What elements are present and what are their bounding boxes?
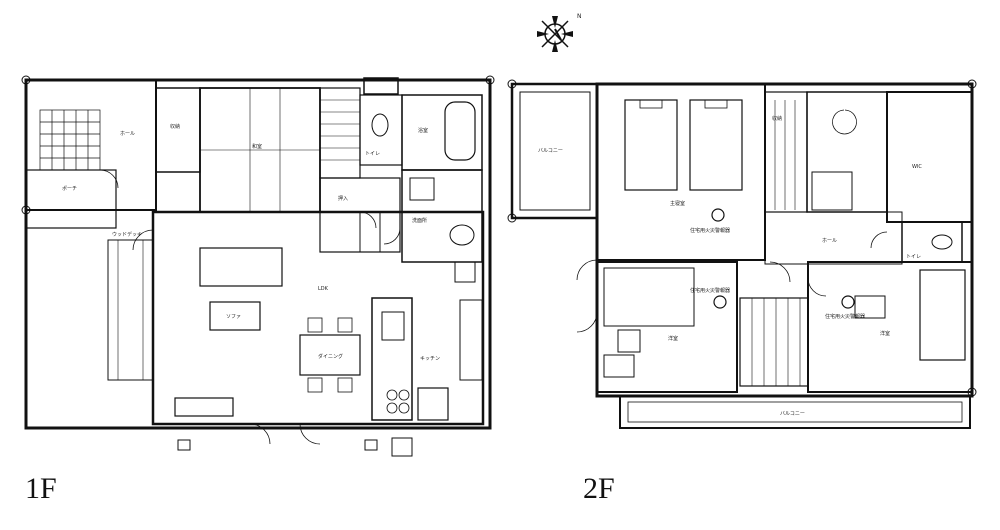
label-stairs-hall: ホール xyxy=(822,238,837,244)
ldk-room xyxy=(151,210,485,426)
label-washroom: 洗面所 xyxy=(412,217,427,224)
label-main-bedroom: 主寝室 xyxy=(670,200,685,207)
label-bath: 浴室 xyxy=(418,127,428,134)
label-porch: ポーチ xyxy=(62,185,77,192)
toilet-bowl-2f xyxy=(931,234,953,250)
bed-2 xyxy=(689,99,743,191)
bottom-balcony xyxy=(619,395,971,429)
stairs-2f xyxy=(739,297,809,387)
label-wood-deck: ウッドデッキ xyxy=(112,231,142,238)
first-floor-plan xyxy=(21,75,495,457)
dining-table xyxy=(299,334,361,376)
label-walkin: WIC xyxy=(912,164,922,170)
toilet-bowl-1f xyxy=(371,113,389,137)
wood-deck xyxy=(107,239,154,381)
label-dining: ダイニング xyxy=(318,353,343,360)
bathtub xyxy=(444,101,476,161)
label-room-b: 洋室 xyxy=(880,330,890,337)
bed-3 xyxy=(919,269,966,361)
label-closet-1f: 押入 xyxy=(338,195,348,202)
label-closet-2f: 収納 xyxy=(772,115,782,122)
label-sofa: ソファ xyxy=(226,314,241,320)
compass-rose: N xyxy=(537,13,582,52)
second-floor-outline xyxy=(595,82,974,398)
label-japanese-room: 和室 xyxy=(252,143,262,150)
western-room-b xyxy=(807,261,973,393)
label-smoke-alarm-1: 住宅用火災警報器 xyxy=(690,227,730,234)
bed-1 xyxy=(624,99,678,191)
floor-label-2f: 2F xyxy=(583,472,615,505)
entrance-tile-grid xyxy=(39,109,101,171)
label-bottom-balcony: バルコニー xyxy=(780,411,805,417)
kitchen-counter xyxy=(371,297,413,421)
first-floor-outline xyxy=(24,78,492,430)
label-storage-1f: 収納 xyxy=(170,123,180,130)
label-entrance-hall: ホール xyxy=(120,131,135,137)
tv-board xyxy=(174,397,234,417)
label-toilet-2f: トイレ xyxy=(906,254,921,260)
western-room-a xyxy=(596,261,738,393)
label-smoke-alarm-2: 住宅用火災警報器 xyxy=(690,287,730,294)
porch-area xyxy=(25,169,117,229)
label-toilet-1f: トイレ xyxy=(365,151,380,157)
sofa xyxy=(199,247,283,287)
label-smoke-alarm-3: 住宅用火災警報器 xyxy=(825,313,865,320)
label-ldk: LDK xyxy=(318,286,329,292)
label-left-balcony: バルコニー xyxy=(538,148,563,154)
washroom xyxy=(401,169,483,263)
label-kitchen: キッチン xyxy=(420,356,440,362)
label-room-a: 洋室 xyxy=(668,335,678,342)
main-bedroom xyxy=(596,83,766,261)
floor-label-1f: 1F xyxy=(25,472,57,505)
walk-in-closet xyxy=(886,91,973,223)
compass-north-label: N xyxy=(577,13,582,20)
low-table xyxy=(209,301,261,331)
second-floor-plan xyxy=(507,79,977,429)
